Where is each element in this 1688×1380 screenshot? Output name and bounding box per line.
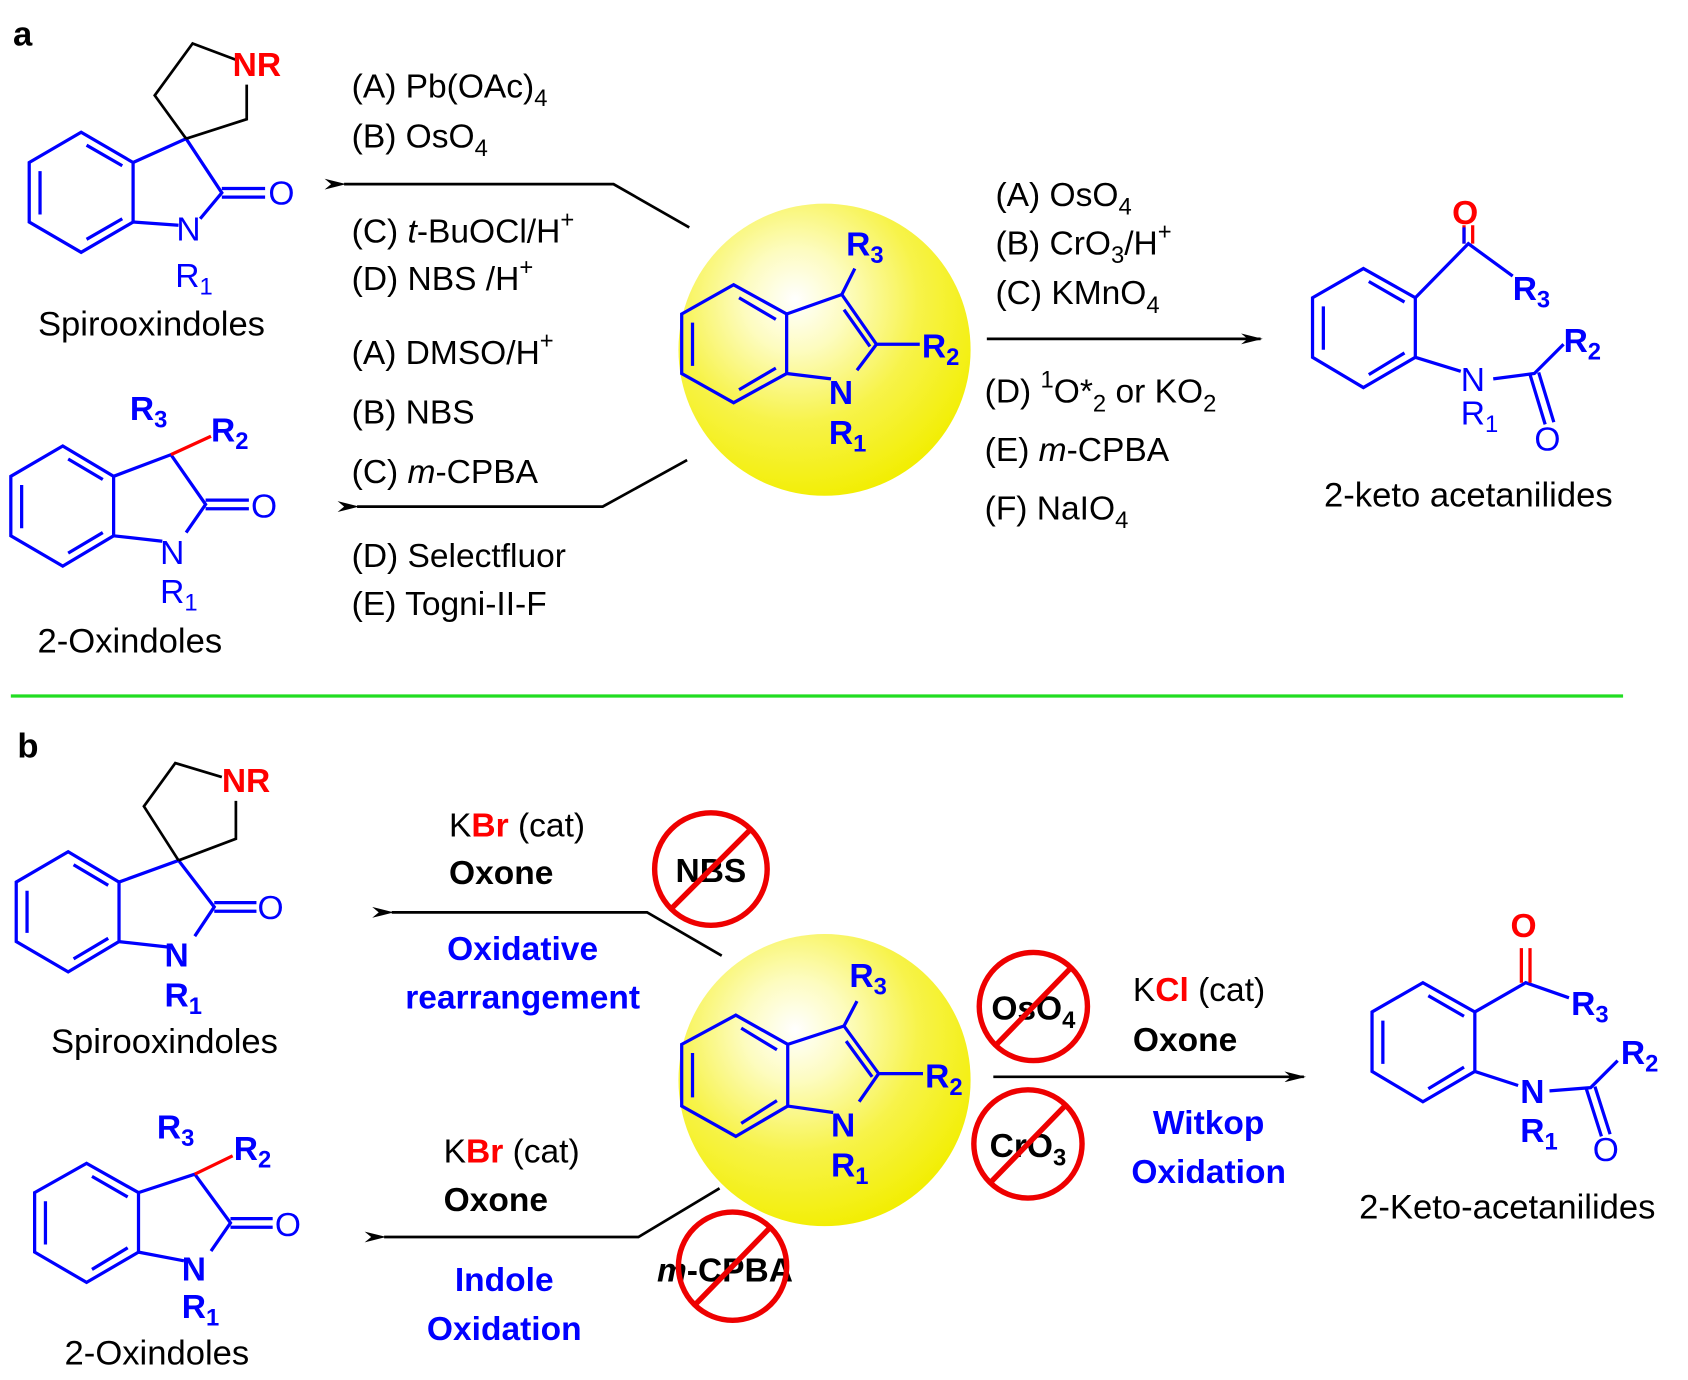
nitrogen-label: N xyxy=(160,535,184,572)
reagent-c-mcpba: (C) m-CPBA xyxy=(352,454,539,491)
svg-text:R2: R2 xyxy=(234,1131,271,1174)
reagent-d-singlet-oxygen: (D) 1O*2 or KO2 xyxy=(985,367,1217,418)
keto-acetanilide-structure-b: O R3 R2 N R1 O xyxy=(1370,908,1658,1169)
forbidden-oso4: OsO4 xyxy=(976,949,1091,1064)
witkop-oxidation-label: Oxidation xyxy=(1131,1154,1286,1191)
svg-text:CrO3: CrO3 xyxy=(990,1128,1067,1172)
svg-text:R2: R2 xyxy=(925,1059,962,1102)
reagent-d-selectfluor: (D) Selectfluor xyxy=(352,538,566,575)
oxindoles-name-b: 2-Oxindoles xyxy=(65,1335,250,1373)
svg-text:N: N xyxy=(831,1107,855,1144)
oxygen-label: O xyxy=(268,176,294,213)
svg-text:N: N xyxy=(164,937,188,974)
svg-text:R3: R3 xyxy=(1571,986,1608,1029)
svg-text:R2: R2 xyxy=(922,328,959,371)
kbr-catalyst-bottom: KBr (cat) xyxy=(444,1133,580,1170)
forbidden-nbs: NBS xyxy=(651,810,770,929)
svg-text:O: O xyxy=(258,890,284,927)
svg-text:R3: R3 xyxy=(849,958,886,1001)
svg-text:R1: R1 xyxy=(1461,395,1498,438)
keto-acetanilides-name: 2-keto acetanilides xyxy=(1324,477,1613,515)
keto-acetanilide-structure-a: O R3 R2 N R1 O xyxy=(1310,195,1601,458)
reagent-f-naio4: (F) NaIO4 xyxy=(985,491,1129,535)
arrow-to-spirooxindoles-b xyxy=(372,906,723,957)
reagent-c-kmno4: (C) KMnO4 xyxy=(995,275,1159,319)
indole-oxidation-label: Oxidation xyxy=(427,1311,582,1348)
spirooxindole-structure-a: NR O N R1 xyxy=(27,41,294,301)
oxidative-label: Oxidative xyxy=(447,931,598,968)
svg-text:R3: R3 xyxy=(1513,271,1550,314)
svg-text:R1: R1 xyxy=(1520,1113,1557,1156)
forbidden-cro3: CrO3 xyxy=(971,1087,1085,1201)
r1-label: R xyxy=(175,258,199,295)
reagent-b-nbs: (B) NBS xyxy=(352,394,475,431)
svg-text:N: N xyxy=(182,1251,206,1288)
reagent-d-nbs-h: (D) NBS /H+ xyxy=(352,254,534,298)
svg-text:R1: R1 xyxy=(164,978,201,1021)
oxone-right: Oxone xyxy=(1133,1022,1237,1059)
svg-text:R3: R3 xyxy=(846,227,883,270)
indole-sphere-a xyxy=(678,203,971,496)
svg-text:R1: R1 xyxy=(182,1289,219,1332)
svg-text:R2: R2 xyxy=(1621,1035,1658,1078)
indole-structure-a: R3 R2 N R1 xyxy=(680,227,959,458)
svg-text:R3: R3 xyxy=(130,391,167,434)
rearrangement-label: rearrangement xyxy=(405,980,640,1017)
svg-text:R3: R3 xyxy=(157,1110,194,1153)
arrow-to-oxindoles-b xyxy=(364,1187,721,1243)
svg-text:N: N xyxy=(1520,1074,1544,1111)
arrow-to-oxindoles-a xyxy=(337,458,688,513)
svg-text:O: O xyxy=(1593,1132,1619,1169)
reagent-e-togni: (E) Togni-II-F xyxy=(352,586,547,623)
reagent-c-tbuocl: (C) t-BuOCl/H+ xyxy=(352,206,575,250)
witkop-label: Witkop xyxy=(1153,1105,1264,1142)
panel-b-label: b xyxy=(17,728,38,766)
svg-text:O: O xyxy=(275,1207,301,1244)
kcl-catalyst: KCl (cat) xyxy=(1133,972,1265,1009)
oxindoles-name: 2-Oxindoles xyxy=(38,623,223,661)
indole-label: Indole xyxy=(455,1262,554,1299)
spirooxindoles-name: Spirooxindoles xyxy=(38,306,265,344)
reagent-a-oso4-right: (A) OsO4 xyxy=(995,177,1131,221)
oxindole-structure-a: R3 R2 O N R1 xyxy=(9,391,277,617)
oxindole-structure-b: R3 R2 O N R1 xyxy=(33,1110,301,1332)
keto-acetanilides-name-b: 2-Keto-acetanilides xyxy=(1359,1189,1655,1227)
reagent-e-mcpba-right: (E) m-CPBA xyxy=(985,432,1170,469)
nitrogen-label: N xyxy=(176,211,200,248)
indole-structure-b: R3 R2 N R1 xyxy=(680,958,963,1190)
svg-text:N: N xyxy=(829,375,853,412)
svg-text:R1: R1 xyxy=(175,258,212,301)
oxone-bottom: Oxone xyxy=(444,1182,548,1219)
svg-text:N: N xyxy=(1461,362,1485,399)
reagent-a-dmso: (A) DMSO/H+ xyxy=(352,328,554,372)
svg-text:R1: R1 xyxy=(829,415,866,458)
oxone-top: Oxone xyxy=(449,855,553,892)
arrow-to-spirooxindoles-a xyxy=(324,178,690,229)
svg-text:O: O xyxy=(1534,421,1560,458)
spirooxindoles-name-b: Spirooxindoles xyxy=(51,1023,278,1061)
svg-text:NR: NR xyxy=(222,763,270,800)
svg-text:R2: R2 xyxy=(211,413,248,456)
svg-text:O: O xyxy=(1452,195,1478,232)
oxygen-label: O xyxy=(251,488,277,525)
reagent-a-pb: (A) Pb(OAc)4 xyxy=(352,69,548,113)
kbr-catalyst-top: KBr (cat) xyxy=(449,808,585,845)
svg-text:R2: R2 xyxy=(1564,323,1601,366)
reagent-b-oso4: (B) OsO4 xyxy=(352,118,488,162)
svg-text:R1: R1 xyxy=(160,574,197,617)
reagent-b-cro3: (B) CrO3/H+ xyxy=(995,218,1171,269)
spirooxindole-structure-b: NR O N R1 xyxy=(14,761,284,1021)
nr-label: NR xyxy=(233,47,281,84)
panel-a-label: a xyxy=(13,16,33,54)
svg-text:O: O xyxy=(1511,908,1537,945)
indole-sphere-b xyxy=(678,934,971,1227)
forbidden-mcpba: m-CPBA xyxy=(657,1209,793,1323)
svg-text:OsO4: OsO4 xyxy=(991,990,1076,1034)
svg-text:R1: R1 xyxy=(831,1147,868,1190)
